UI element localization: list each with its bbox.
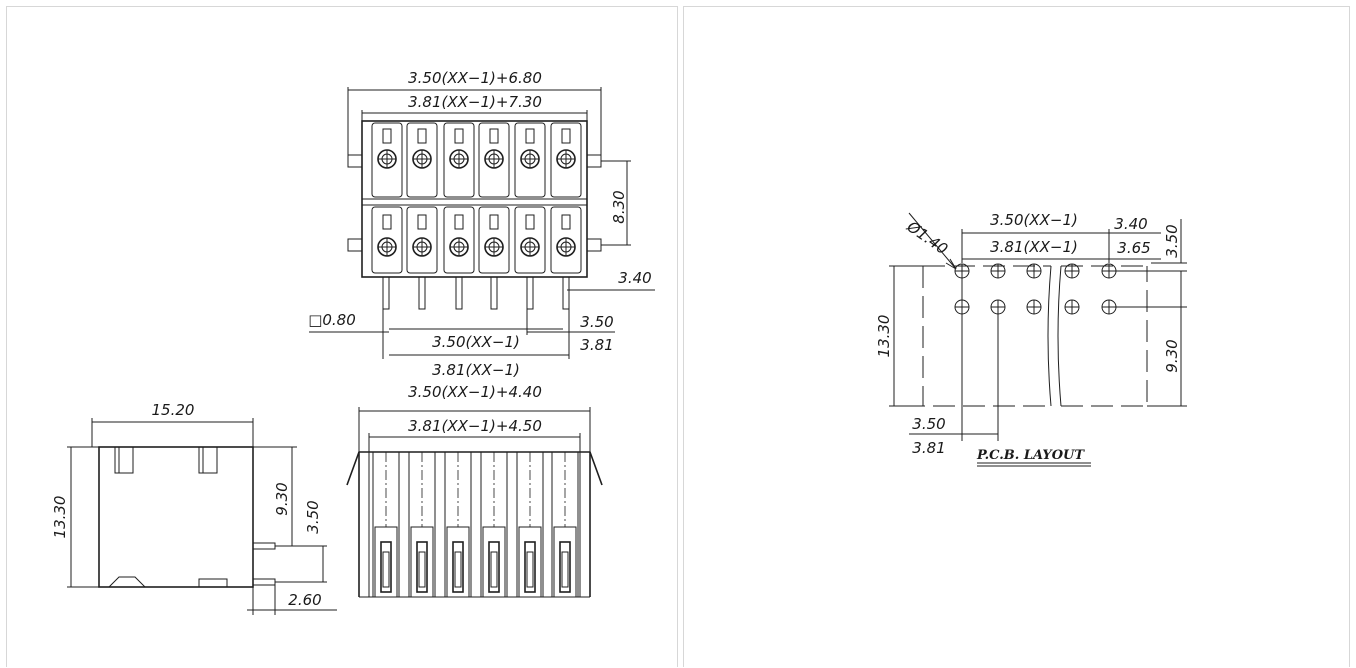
dim-outer-381: 3.81(XX−1)+7.30 — [408, 93, 542, 111]
dim-pin-length: 2.60 — [288, 591, 321, 609]
front-view: 3.50(XX−1)+4.40 3.50(XX−1)+4.40 3.81(XX−… — [346, 383, 603, 598]
dim-pcb-left-381: 3.81 — [912, 439, 945, 457]
connector-drawing: 3.50(XX−1)+6.80 3.81(XX−1)+7.30 — [51, 69, 655, 615]
dim-pcb-row-spacing: 9.30 — [1163, 339, 1181, 372]
dim-outer-350: 3.50(XX−1)+6.80 — [408, 69, 542, 87]
pcb-layout-label: P.C.B. LAYOUT — [976, 448, 1085, 463]
dim-pcb-height: 13.30 — [875, 315, 893, 358]
dim-front-width-381: 3.81(XX−1)+4.50 — [408, 417, 542, 435]
dim-pin-square: □0.80 — [308, 311, 356, 329]
pins — [382, 276, 570, 310]
dim-pcb-pitch-350: 3.50(XX−1) — [990, 211, 1078, 229]
dim-offset-340: 3.40 — [1114, 215, 1147, 233]
dim-row-spacing: 9.30 — [273, 482, 291, 515]
dim-pitch-single-350: 3.50 — [580, 313, 613, 331]
mechanical-drawing-panel: 3.50(XX−1)+6.80 3.81(XX−1)+7.30 — [6, 6, 678, 667]
dim-pitch-single-381: 3.81 — [580, 336, 613, 354]
top-view: 3.50(XX−1)+6.80 3.81(XX−1)+7.30 — [308, 69, 655, 379]
pcb-holes — [954, 263, 1117, 315]
side-view: 15.20 13.30 — [51, 401, 337, 615]
dim-height-830: 8.30 — [610, 190, 628, 223]
dim-hole-diameter: Ø1.40 — [903, 217, 951, 258]
dim-pcb-pitch-381: 3.81(XX−1) — [990, 238, 1078, 256]
dim-offset-365: 3.65 — [1117, 239, 1150, 257]
dim-front-width-350-label: 3.50(XX−1)+4.40 — [408, 383, 542, 401]
dim-pin-offset: 3.40 — [618, 269, 651, 287]
dim-side-height: 13.30 — [51, 496, 69, 539]
dim-pin-spacing: 3.50 — [304, 500, 322, 533]
dim-pitch-381: 3.81(XX−1) — [432, 361, 520, 379]
dim-pcb-top-350: 3.50 — [1163, 224, 1181, 257]
dim-pitch-350: 3.50(XX−1) — [432, 333, 520, 351]
pcb-layout-panel: Ø1.40 3.50(XX−1) 3.81(XX−1) 3.40 3.65 3.… — [683, 6, 1350, 667]
dim-side-width: 15.20 — [152, 401, 195, 419]
terminal-columns — [371, 122, 582, 274]
pcb-layout-drawing: Ø1.40 3.50(XX−1) 3.81(XX−1) 3.40 3.65 3.… — [875, 211, 1187, 467]
dim-pcb-left-350: 3.50 — [912, 415, 945, 433]
